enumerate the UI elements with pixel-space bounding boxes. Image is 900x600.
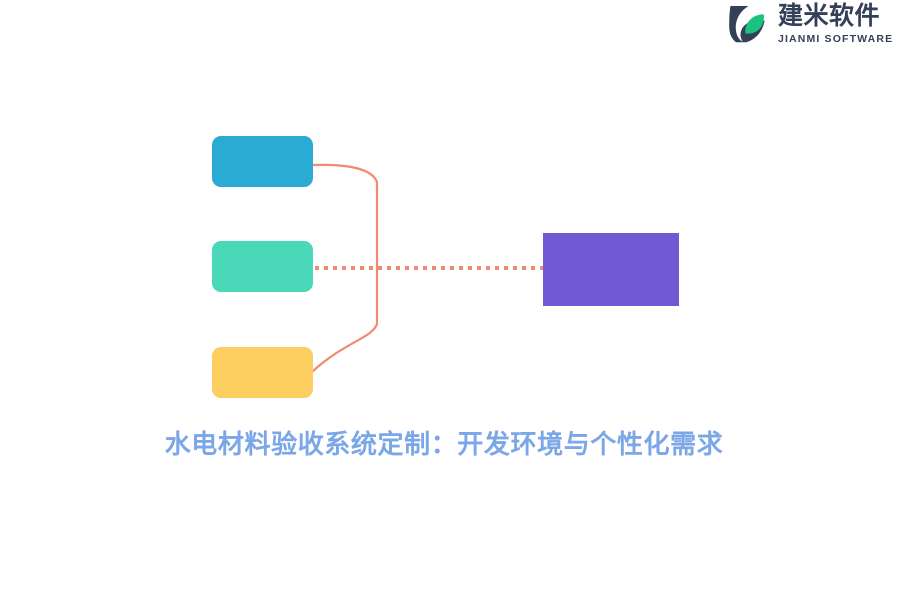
brand-name-cn: 建米软件 (778, 1, 881, 30)
page-title: 水电材料验收系统定制：开发环境与个性化需求 (164, 429, 724, 459)
brand-logo: 建米软件 JIANMI SOFTWARE (726, 0, 892, 48)
diagram-node-purple[interactable] (543, 233, 679, 306)
brand-wordmark: 建米软件 JIANMI SOFTWARE (778, 1, 894, 45)
brand-name-en: JIANMI SOFTWARE (778, 32, 894, 45)
diagram-node-yellow[interactable] (212, 347, 313, 398)
diagram-node-blue[interactable] (212, 136, 313, 187)
jianmi-leaf-swoosh-logo-icon (729, 6, 765, 43)
diagram-node-teal[interactable] (212, 241, 313, 292)
bracket-connector (311, 163, 379, 373)
